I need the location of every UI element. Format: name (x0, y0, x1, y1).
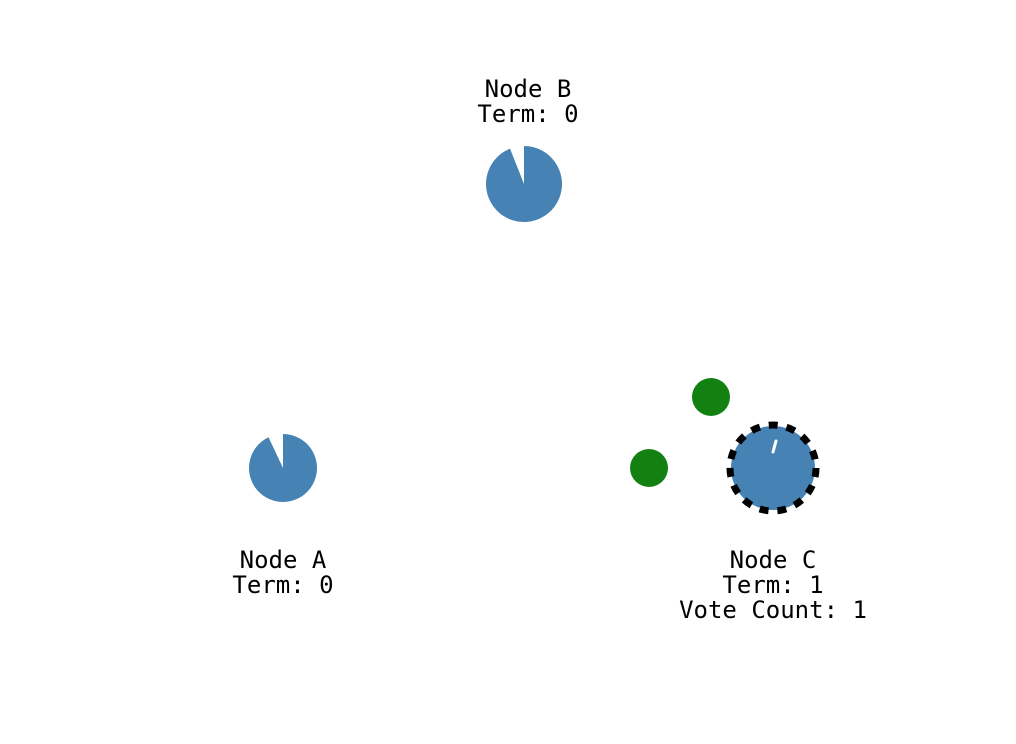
node-c[interactable]: Node C Term: 1 Vote Count: 1 (679, 421, 867, 624)
node-c-candidate-ring (726, 421, 820, 515)
node-c-term: Term: 1 (722, 571, 823, 599)
node-b-term: Term: 0 (477, 100, 578, 128)
node-a-term: Term: 0 (232, 571, 333, 599)
node-c-timer-mark (771, 439, 778, 454)
node-b-election-timer (486, 145, 563, 222)
node-a-name: Node A (240, 546, 327, 574)
node-c-body (731, 426, 815, 510)
node-c-name: Node C (730, 546, 817, 574)
vote-request-message-to-a (630, 449, 668, 487)
vote-request-message-to-b (692, 378, 730, 416)
node-a[interactable]: Node A Term: 0 (232, 434, 334, 599)
node-b[interactable]: Node B Term: 0 (477, 75, 579, 222)
node-b-name: Node B (485, 75, 572, 103)
node-a-election-timer (249, 434, 318, 502)
node-c-vote-count: Vote Count: 1 (679, 596, 867, 624)
